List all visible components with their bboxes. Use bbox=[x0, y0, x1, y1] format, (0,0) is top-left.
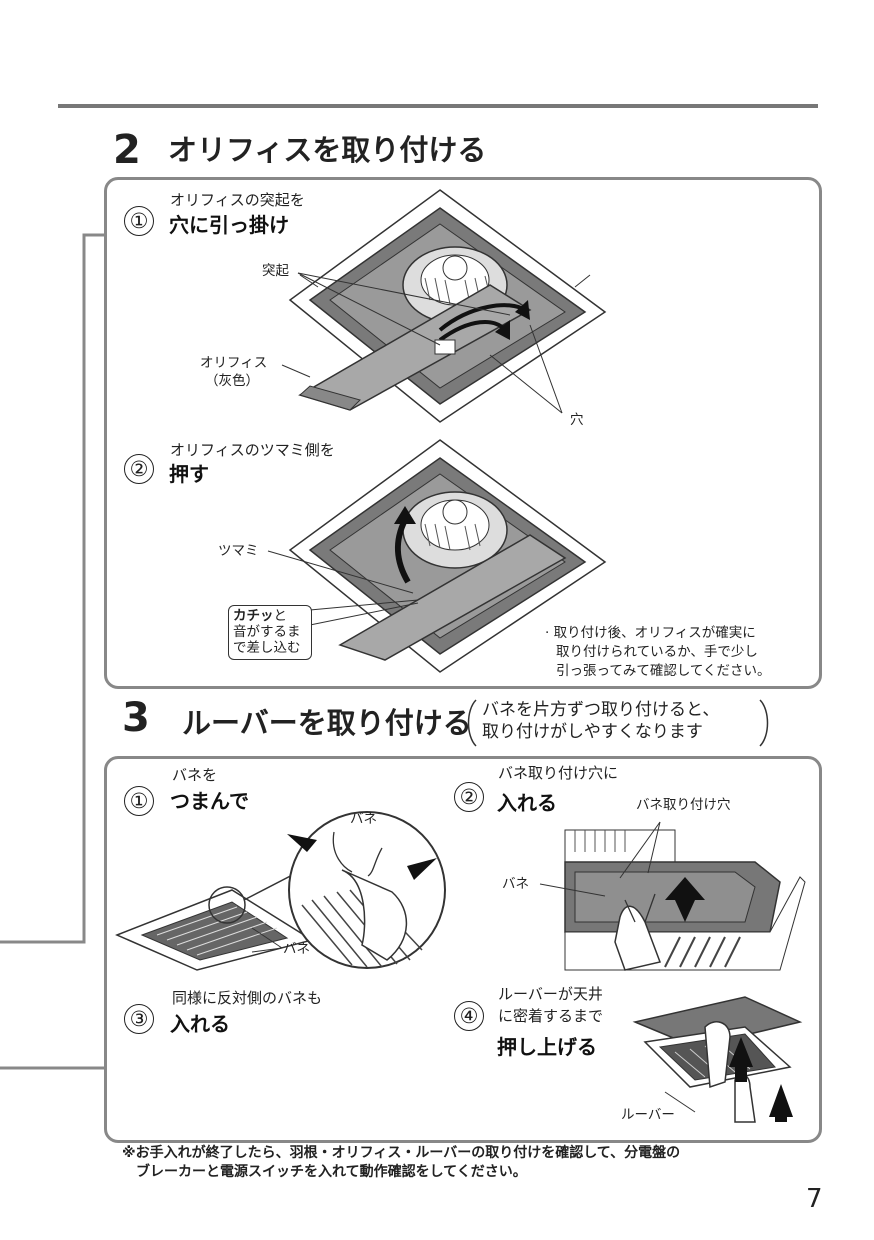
step-3-4-line3: 押し上げる bbox=[497, 1035, 597, 1059]
label-hole: 穴 bbox=[570, 412, 584, 428]
step-2-1-line2: 穴に引っ掛け bbox=[169, 213, 289, 237]
step-3-2-number: ② bbox=[454, 782, 484, 812]
label-spring-3: バネ bbox=[502, 876, 529, 892]
footer-line2: ブレーカーと電源スイッチを入れて動作確認をしてください。 bbox=[136, 1164, 527, 1180]
note-line2: 取り付けられているか、手で少し bbox=[556, 644, 758, 660]
note-line1: · 取り付け後、オリフィスが確実に bbox=[545, 625, 756, 641]
step-3-2-line1: バネ取り付け穴に bbox=[498, 764, 619, 782]
step-3-2-line2: 入れる bbox=[497, 791, 557, 815]
label-spring-2: バネ bbox=[283, 941, 310, 957]
bracket-lines bbox=[0, 233, 106, 1070]
step-2-1-number: ① bbox=[124, 206, 154, 236]
label-louver: ルーバー bbox=[621, 1107, 675, 1123]
step-2-2-number: ② bbox=[124, 454, 154, 484]
step-3-3-number: ③ bbox=[124, 1004, 154, 1034]
click-callout-line2: 音がするま bbox=[233, 624, 301, 641]
aside-line2: 取り付けがしやすくなります bbox=[482, 722, 703, 742]
step-3-1-line1: バネを bbox=[172, 766, 218, 784]
insert-spring-illustration bbox=[564, 829, 806, 971]
click-callout: カチッと 音がするま で差し込む bbox=[228, 605, 312, 660]
click-callout-rest: と bbox=[273, 608, 288, 624]
top-rule bbox=[58, 104, 818, 108]
leader-lines-3 bbox=[539, 821, 661, 897]
step-3-1-number: ① bbox=[124, 786, 154, 816]
step-2-1-line1: オリフィスの突起を bbox=[170, 191, 305, 209]
orifice-hook-illustration bbox=[288, 189, 607, 423]
section-3-number: 3 bbox=[122, 695, 150, 741]
section-2-title: オリフィスを取り付ける bbox=[168, 133, 487, 167]
note-line3: 引っ張ってみて確認してください。 bbox=[556, 663, 771, 679]
page-number: 7 bbox=[806, 1184, 823, 1214]
label-protrusion: 突起 bbox=[262, 263, 289, 279]
step-2-2-line1: オリフィスのツマミ側を bbox=[170, 441, 335, 459]
label-orifice: オリフィス bbox=[200, 355, 268, 371]
leader-lines-2 bbox=[267, 550, 419, 626]
leader-lines-1 bbox=[281, 272, 563, 414]
section-3-title: ルーバーを取り付ける bbox=[182, 706, 472, 740]
step-3-4-number: ④ bbox=[454, 1001, 484, 1031]
step-3-4-line1: ルーバーが天井 bbox=[498, 985, 603, 1003]
aside-brackets bbox=[467, 699, 769, 747]
step-3-3-line1: 同様に反対側のバネも bbox=[172, 989, 323, 1007]
step-3-1-line2: つまんで bbox=[170, 789, 249, 813]
label-spring-hole: バネ取り付け穴 bbox=[636, 797, 731, 813]
push-up-louver-illustration bbox=[632, 996, 803, 1123]
aside-line1: バネを片方ずつ取り付けると、 bbox=[482, 700, 720, 720]
pinch-spring-illustration bbox=[115, 811, 446, 971]
step-3-4-line2: に密着するまで bbox=[498, 1007, 604, 1025]
label-knob: ツマミ bbox=[218, 543, 259, 559]
label-orifice-color: （灰色） bbox=[205, 373, 259, 389]
footer-line1: ※お手入れが終了したら、羽根・オリフィス・ルーバーの取り付けを確認して、分電盤の bbox=[122, 1145, 681, 1161]
orifice-push-illustration bbox=[288, 439, 607, 673]
step-2-2-line2: 押す bbox=[169, 462, 209, 486]
step-3-3-line2: 入れる bbox=[170, 1012, 230, 1036]
section-2-number: 2 bbox=[113, 127, 141, 173]
click-callout-bold: カチッ bbox=[233, 608, 274, 624]
label-spring-1: バネ bbox=[350, 811, 377, 827]
click-callout-line3: で差し込む bbox=[233, 640, 301, 657]
